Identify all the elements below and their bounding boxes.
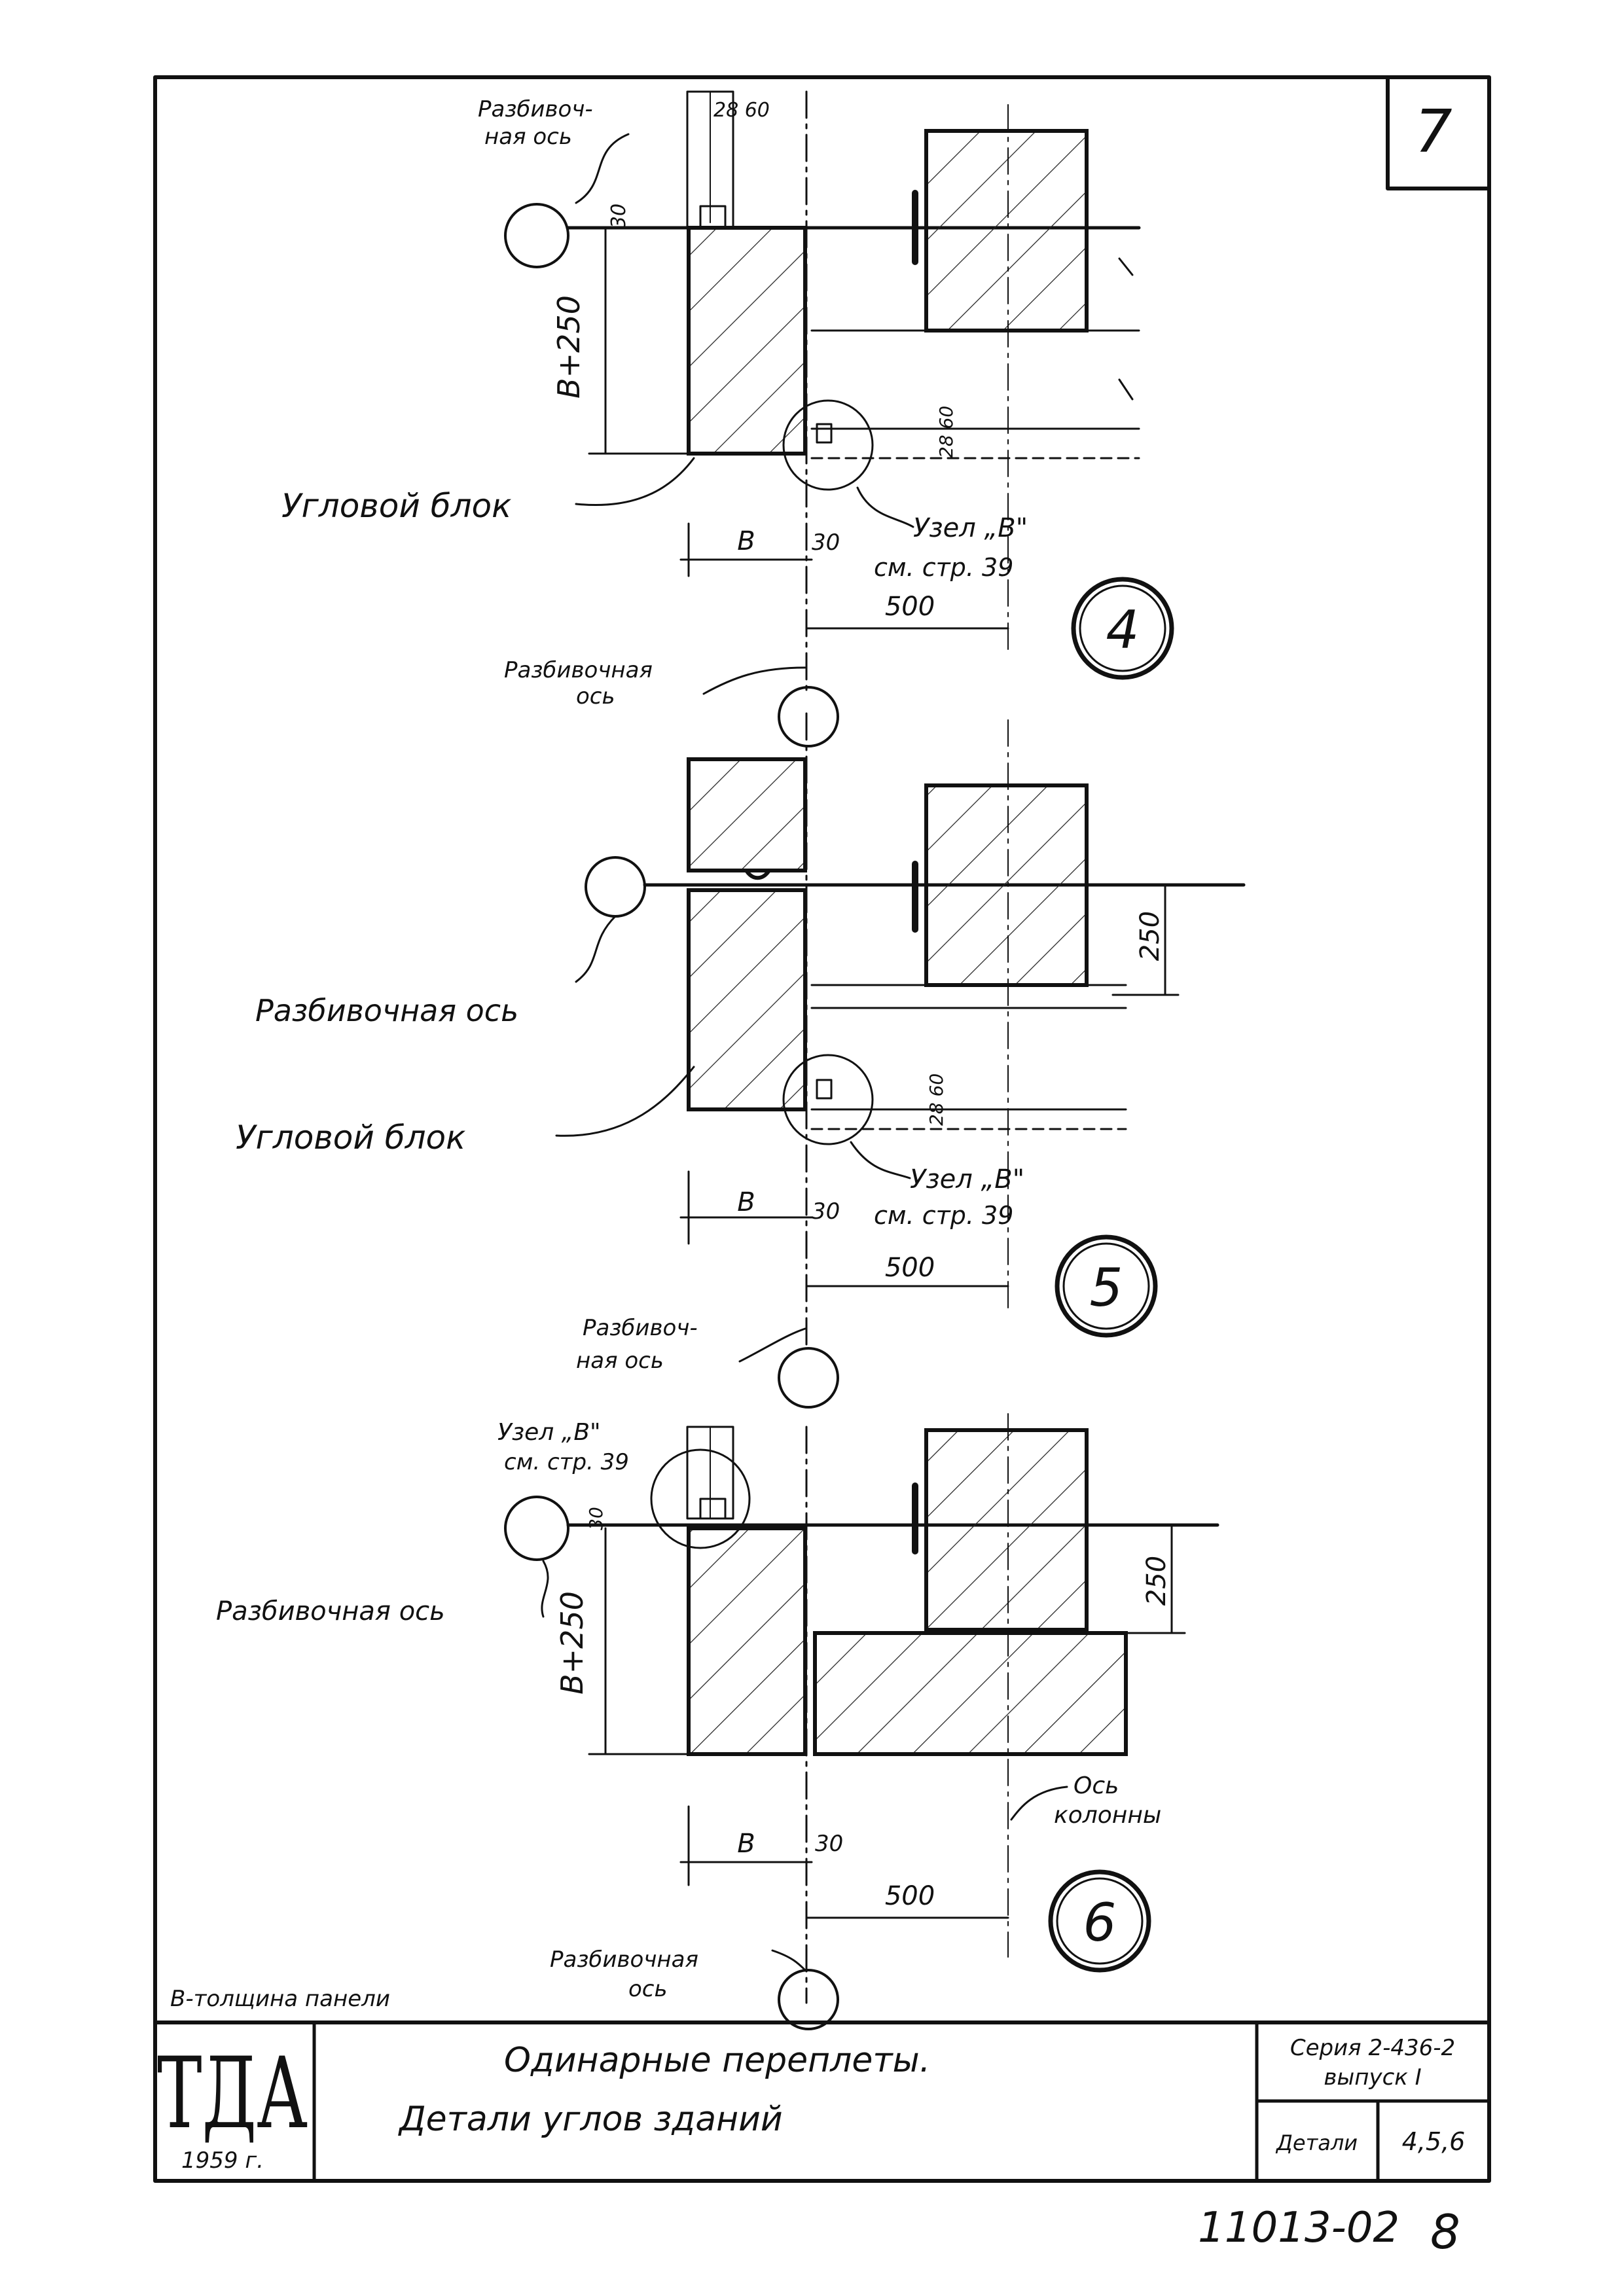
dim-30-vertical: 30: [607, 204, 630, 228]
corner-block-label: Угловой блок: [236, 1119, 465, 1157]
axis-label-left: Разбивочная ось: [216, 1596, 445, 1626]
axis-label-bottom-2: ная ось: [576, 1348, 664, 1374]
dim-small: 28 60: [935, 406, 957, 458]
details-value: 4,5,6: [1402, 2127, 1466, 2156]
corner-block: [687, 1526, 807, 1756]
node-label: Узел „В": [910, 1164, 1024, 1194]
dim-250: 250: [1142, 1556, 1172, 1606]
node-ref: см. стр. 39: [504, 1449, 629, 1475]
series-line-1: Серия 2-436-2: [1290, 2035, 1455, 2061]
detail-number-circle: [1071, 577, 1174, 680]
detail-number: 6: [1083, 1892, 1117, 1953]
dim-30: 30: [815, 1831, 843, 1857]
dim-top: 28 60: [713, 99, 770, 122]
column-block: [924, 129, 1089, 332]
detail-number-circle: [1055, 1234, 1158, 1338]
dim-30-vertical: 30: [585, 1507, 607, 1530]
logo: ТДА: [157, 2037, 308, 2151]
detail-number-circle: [1048, 1869, 1151, 1973]
axis-label-bottom-2: ось: [628, 1976, 668, 2002]
axis-label-bottom-2: ось: [576, 683, 615, 709]
dim-height: B+250: [551, 295, 586, 399]
column-axis-label-2: колонны: [1054, 1802, 1161, 1829]
footer-page: 8: [1430, 2204, 1460, 2259]
sheet-frame: [153, 75, 1491, 2183]
detail-6: B+250 30 250 B 30 500 Узел „В" см. стр. …: [216, 1413, 1219, 2030]
corner-block: [687, 226, 807, 456]
node-label: Узел „В": [497, 1419, 601, 1446]
title-line-1: Одинарные переплеты.: [504, 2041, 930, 2080]
node-ref: см. стр. 39: [874, 553, 1013, 582]
dim-500: 500: [885, 1881, 935, 1911]
details-label: Детали: [1275, 2130, 1358, 2155]
corner-block: [687, 888, 807, 1111]
detail-5: 250 28 60 B 30 500 Разбивочная ось Углов…: [236, 712, 1246, 1409]
axis-bubble-bottom: [778, 1969, 839, 2030]
title-block: ТДА 1959 г. Одинарные переплеты. Детали …: [153, 2021, 1491, 2183]
series-line-2: выпуск I: [1324, 2064, 1421, 2091]
year: 1959 г.: [181, 2147, 264, 2174]
detail-number: 4: [1106, 600, 1140, 660]
page-number: 7: [1415, 98, 1452, 166]
axis-bubble-bottom: [778, 1347, 839, 1409]
page-number-box: 7: [1386, 75, 1491, 190]
axis-bubble-bottom: [778, 686, 839, 747]
corner-block-label: Угловой блок: [281, 487, 511, 525]
panel-thickness-note: В-толщина панели: [170, 1986, 390, 2012]
detail-number: 5: [1090, 1257, 1123, 1318]
title-line-2: Детали углов зданий: [398, 2100, 783, 2139]
dim-500: 500: [885, 592, 935, 622]
node-label: Узел „В": [913, 513, 1028, 543]
dim-250: 250: [1135, 911, 1165, 961]
dim-30: 30: [812, 530, 840, 556]
dim-b: B: [737, 1829, 755, 1859]
axis-label-left: Разбивочная ось: [255, 993, 518, 1028]
detail-4: B+250 30 28 60 B 30 500 28 60 Разбивоч- …: [281, 90, 1174, 747]
wall-slab: [813, 1631, 1128, 1756]
node-ref: см. стр. 39: [874, 1201, 1013, 1230]
dim-b: B: [737, 1187, 755, 1217]
axis-label-top-1: Разбивоч-: [478, 96, 593, 122]
axis-bubble: [504, 203, 569, 268]
axis-label-top-2: ная ось: [484, 124, 572, 150]
footer-code: 11013-02: [1198, 2204, 1399, 2252]
dim-small: 28 60: [926, 1073, 947, 1126]
axis-label-bottom-1: Разбивоч-: [583, 1315, 698, 1341]
axis-label-bottom-1: Разбивочная: [550, 1947, 698, 1973]
column-axis-label-1: Ось: [1074, 1772, 1119, 1799]
dim-500: 500: [885, 1253, 935, 1283]
dim-b: B: [737, 526, 755, 556]
axis-label-bottom-1: Разбивочная: [504, 657, 653, 683]
dim-height: B+250: [554, 1591, 590, 1695]
column-block: [924, 783, 1089, 987]
dim-30: 30: [812, 1198, 840, 1225]
column-block: [924, 1428, 1089, 1632]
